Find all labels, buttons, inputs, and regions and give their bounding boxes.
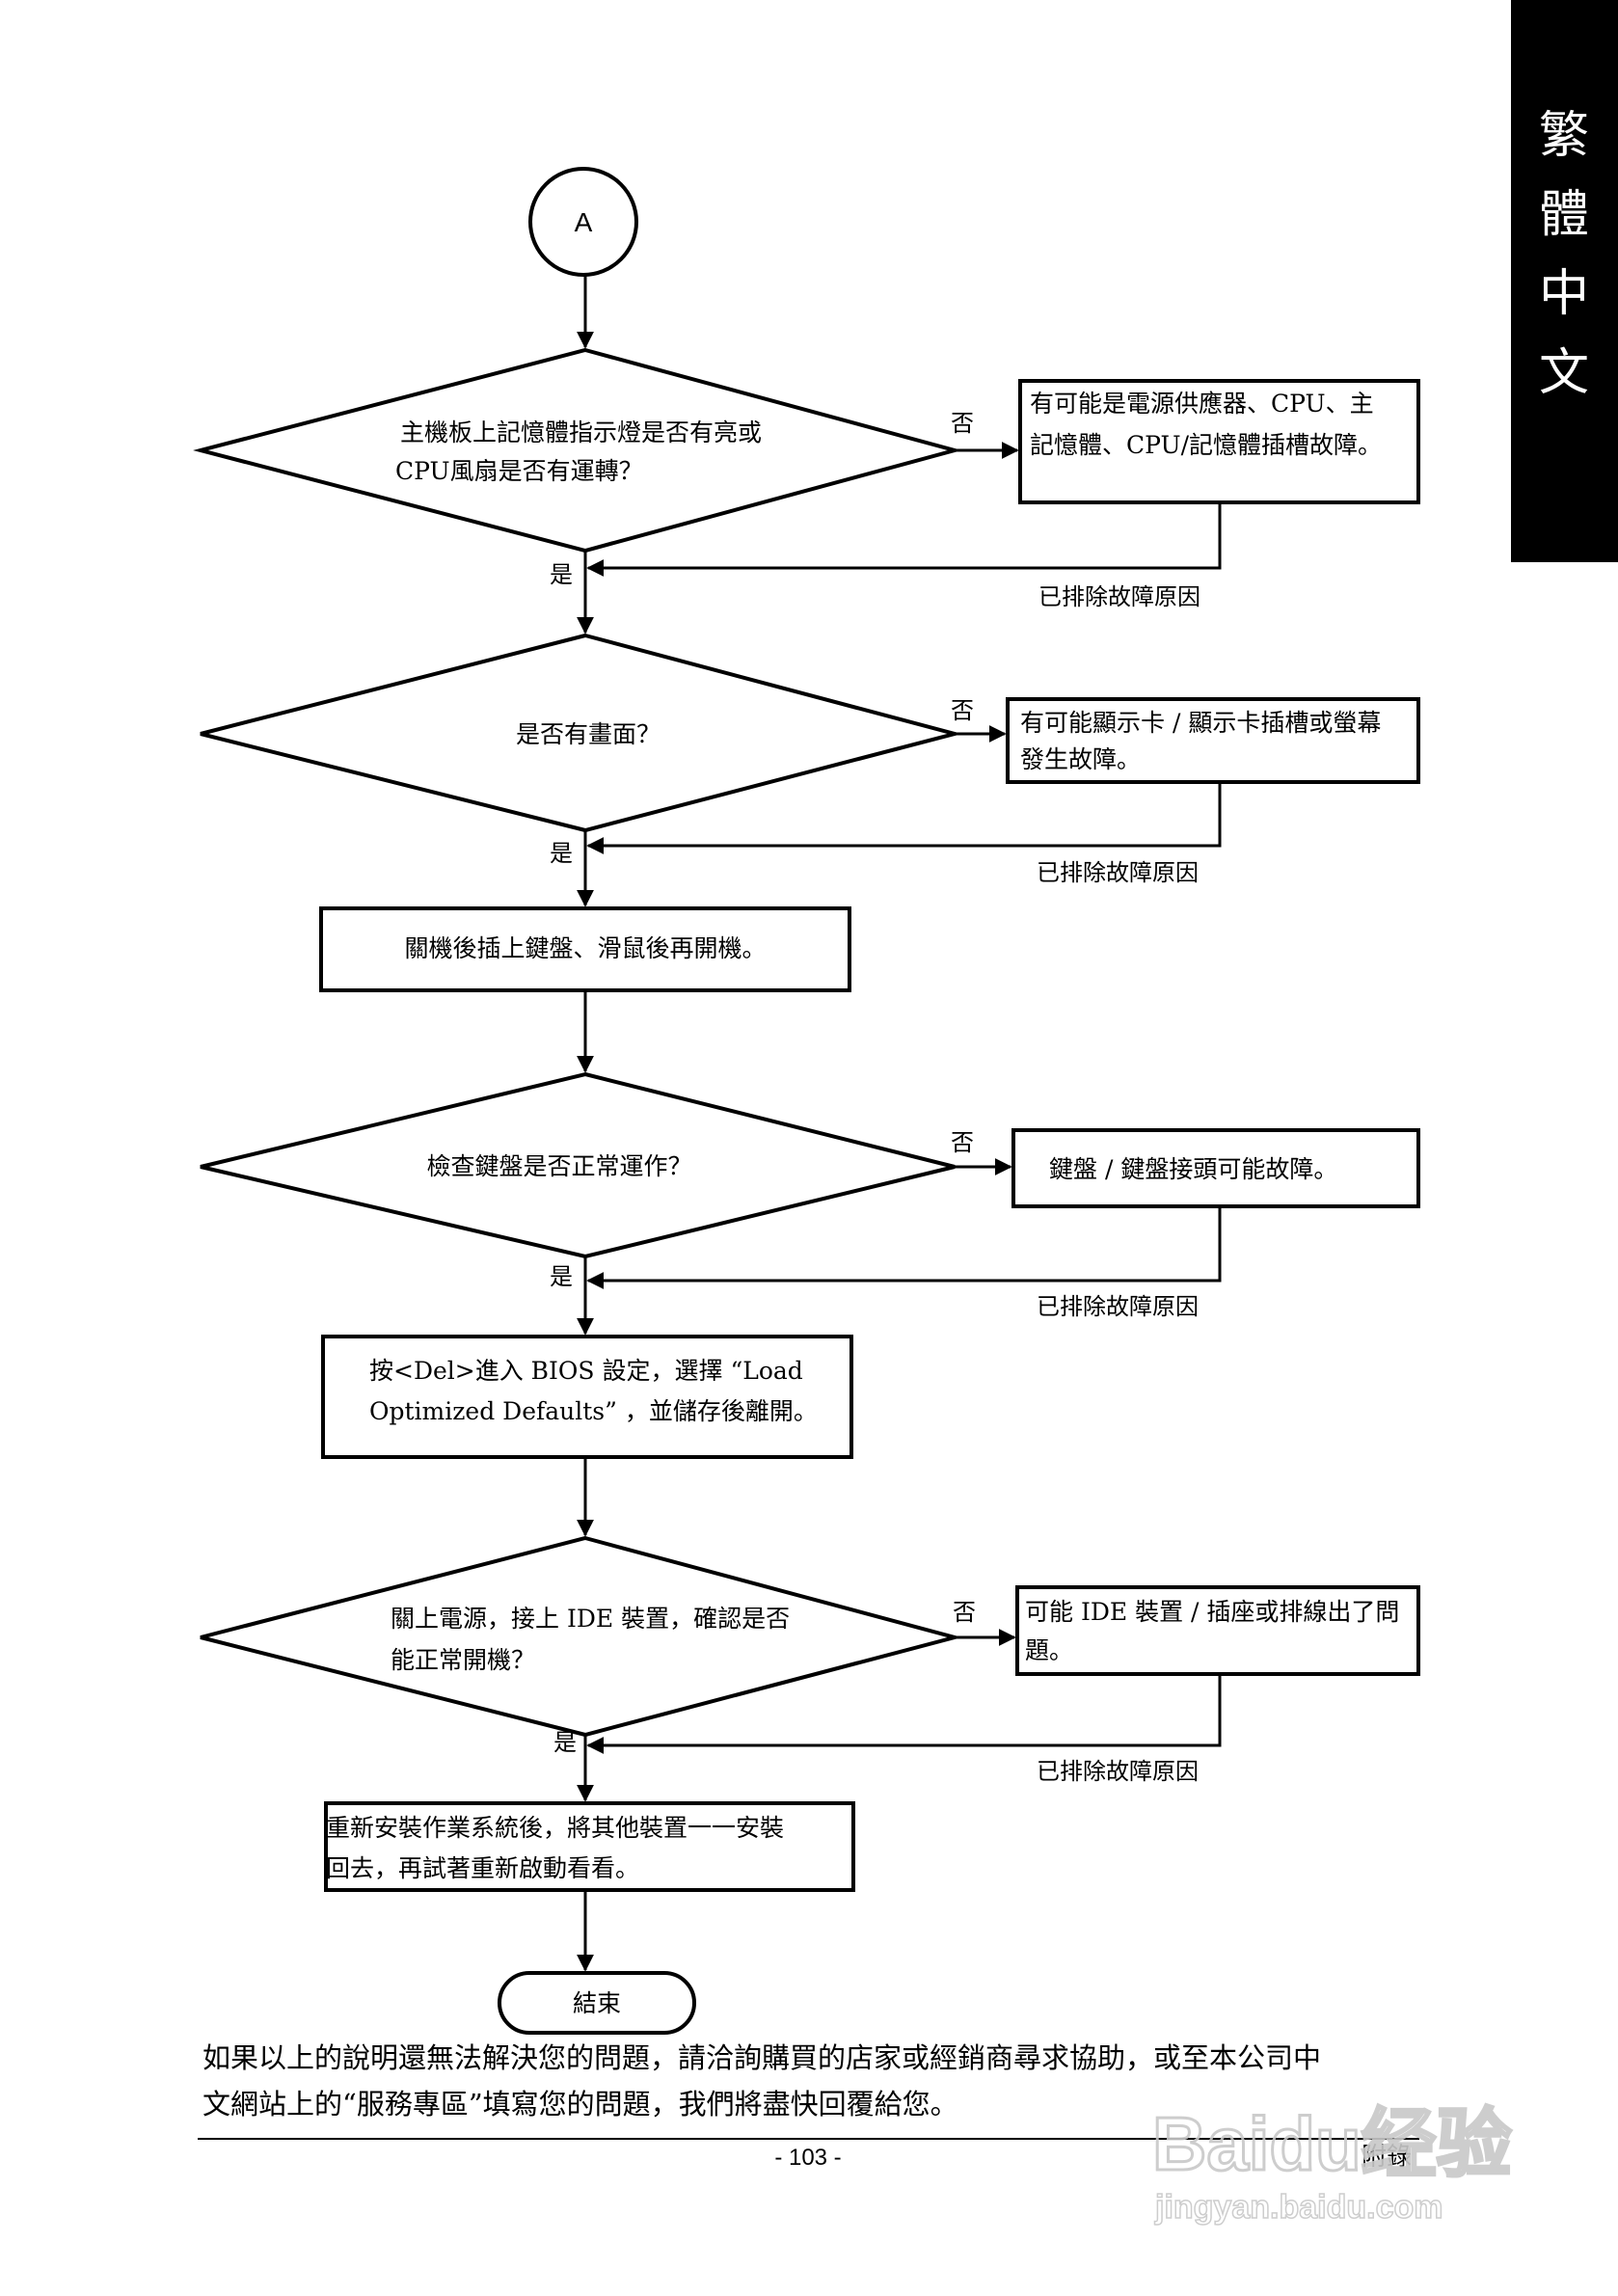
process-reinstall-os [324, 1801, 855, 1892]
d3-text: 檢查鍵盤是否正常運作？ [426, 1152, 691, 1180]
start-node [528, 167, 638, 277]
side-tab-char-1: 繁 [1539, 107, 1589, 165]
footer-note-line2: 文網站上的“服務專區”填寫您的問題，我們將盡快回覆給您。 [202, 2088, 958, 2120]
result-display-card [1006, 697, 1420, 784]
decision-ide [200, 1535, 962, 1738]
footer-note-line1: 如果以上的說明還無法解決您的問題，請洽詢購買的店家或經銷商尋求協助，或至本公司中 [202, 2041, 1321, 2074]
d1-no-label: 否 [951, 410, 974, 437]
watermark-sub: jingyan.baidu.com [1154, 2189, 1443, 2226]
r1-fixed-label: 已排除故障原因 [1038, 583, 1200, 610]
d1-text-line2: CPU風扇是否有運轉？ [395, 457, 643, 485]
decision-memory-led [193, 347, 962, 554]
return-r3 [586, 1206, 1222, 1289]
return-r4 [586, 1674, 1222, 1754]
page-number: - 103 - [774, 2145, 841, 2171]
return-r1 [586, 502, 1222, 577]
r4-fixed-label: 已排除故障原因 [1037, 1758, 1199, 1785]
section-label: 附錄 [1362, 2143, 1412, 2172]
side-tab-char-4: 文 [1539, 344, 1589, 402]
p1-text: 關機後插上鍵盤、滑鼠後再開機。 [404, 934, 766, 962]
d2-yes-label: 是 [550, 840, 573, 867]
r3-fixed-label: 已排除故障原因 [1037, 1293, 1199, 1320]
d1-yes-label: 是 [550, 561, 573, 588]
d1-text-line1: 主機板上記憶體指示燈是否有亮或 [400, 419, 762, 446]
result-psu-cpu-memory [1018, 379, 1420, 504]
side-tab: 繁 體 中 文 [1511, 0, 1618, 562]
d4-text-line1: 關上電源，接上 IDE 裝置，確認是否 [391, 1605, 790, 1633]
result-keyboard [1011, 1128, 1420, 1208]
r1-text-line2: 記憶體、CPU/記憶體插槽故障。 [1030, 431, 1382, 459]
p2-text-line2: Optimized Defaults” ，並儲存後離開。 [369, 1397, 818, 1425]
d4-text-line2: 能正常開機？ [391, 1646, 535, 1674]
d3-no-label: 否 [951, 1129, 974, 1156]
d4-yes-label: 是 [553, 1729, 577, 1756]
p3-text-line2: 回去，再試著重新啟動看看。 [326, 1854, 639, 1882]
r2-text-line1: 有可能顯示卡 / 顯示卡插槽或螢幕 [1020, 709, 1381, 737]
d4-no-label: 否 [953, 1599, 976, 1626]
process-reboot-with-keyboard [319, 906, 851, 992]
start-label: A [575, 207, 593, 237]
p2-text-line1: 按<Del>進入 BIOS 設定，選擇 “Load [369, 1357, 803, 1385]
r2-fixed-label: 已排除故障原因 [1037, 859, 1199, 886]
result-ide-device [1015, 1585, 1420, 1676]
end-node [498, 1971, 696, 2035]
watermark: Baidu经验 jingyan.baidu.com [1151, 2100, 1514, 2227]
d2-no-label: 否 [951, 697, 974, 724]
d2-text: 是否有畫面？ [516, 720, 661, 748]
side-tab-char-2: 體 [1539, 186, 1589, 244]
watermark-main: Baidu经验 [1152, 2101, 1512, 2186]
return-r2 [586, 782, 1222, 854]
r1-text-line1: 有可能是電源供應器、CPU、主 [1030, 390, 1374, 418]
p3-text-line1: 重新安裝作業系統後，將其他裝置一一安裝 [326, 1814, 784, 1842]
r2-text-line2: 發生故障。 [1020, 745, 1141, 773]
end-label: 結束 [573, 1989, 621, 2017]
process-bios-defaults [321, 1335, 853, 1459]
r4-text-line1: 可能 IDE 裝置 / 插座或排線出了問 [1025, 1598, 1399, 1626]
side-tab-char-3: 中 [1539, 265, 1589, 323]
r3-text: 鍵盤 / 鍵盤接頭可能故障。 [1049, 1155, 1337, 1183]
d3-yes-label: 是 [550, 1263, 573, 1290]
r4-text-line2: 題。 [1025, 1636, 1073, 1664]
